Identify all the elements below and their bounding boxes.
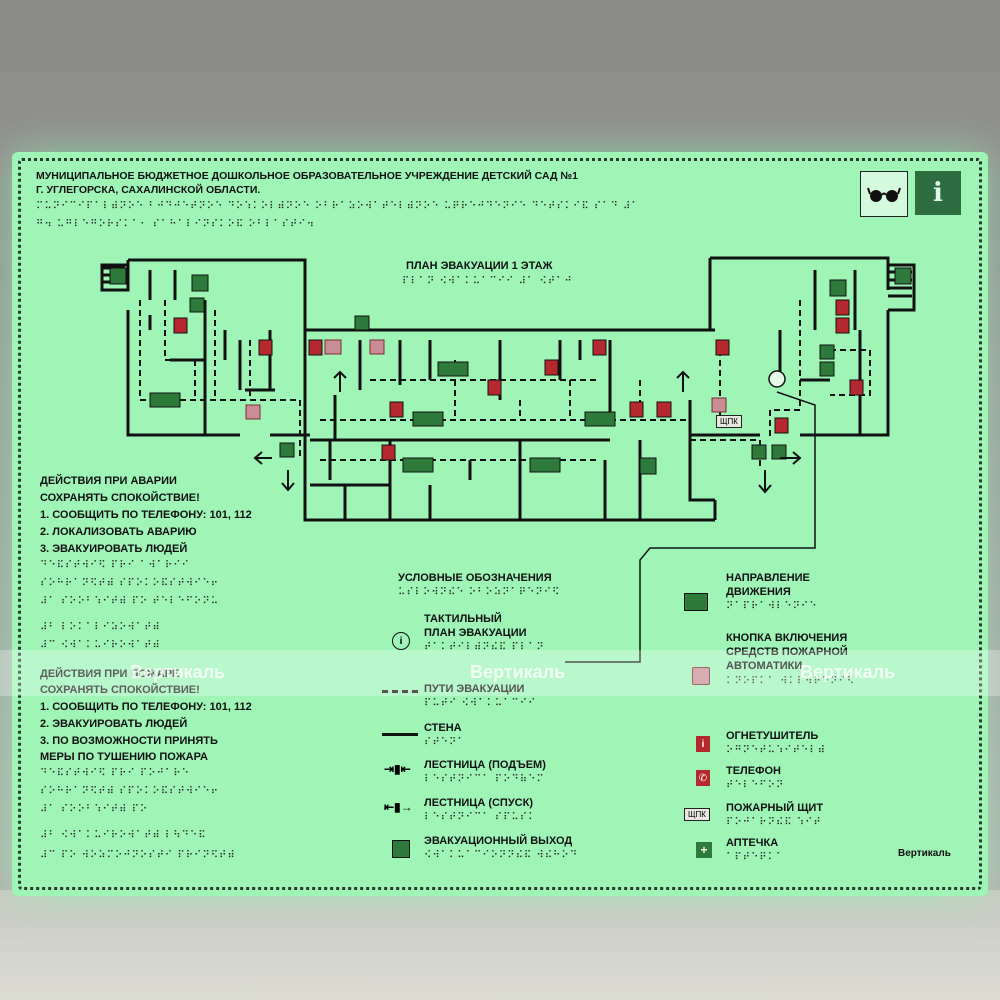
legend-right-1-braille: ⠅⠝⠕⠏⠅⠁ ⠺⠅⠇⠳⠟⠑⠝⠊⠫ [726,676,856,687]
accident-braille-0: ⠙⠑⠯⠎⠞⠺⠊⠫ ⠏⠗⠊ ⠁⠺⠁⠗⠊⠊ [40,560,190,571]
dashed-line-icon [382,690,418,696]
solid-line-icon [382,733,418,736]
legend-left-5-label: ЭВАКУАЦИОННЫЙ ВЫХОД [424,835,573,847]
emergency-exit-icon [392,840,410,858]
fire-button-icon [692,667,710,685]
fire-line-5: МЕРЫ ПО ТУШЕНИЮ ПОЖАРА [40,751,208,763]
legend-right-0-label2: ДВИЖЕНИЯ [726,586,791,598]
fire-braille-0: ⠙⠑⠯⠎⠞⠺⠊⠫ ⠏⠗⠊ ⠏⠕⠚⠁⠗⠑ [40,768,190,779]
header-line-1: МУНИЦИПАЛЬНОЕ БЮДЖЕТНОЕ ДОШКОЛЬНОЕ ОБРАЗ… [36,170,578,182]
legend-left-4-label: ЛЕСТНИЦА (СПУСК) [424,797,534,809]
fire-braille-1: ⠎⠕⠓⠗⠁⠝⠫⠞⠾ ⠎⠏⠕⠅⠕⠯⠎⠞⠺⠊⠑⠖ [40,786,219,797]
accident-braille-2: ⠼⠁ ⠎⠕⠕⠃⠱⠊⠞⠾ ⠏⠕ ⠞⠑⠇⠑⠋⠕⠝⠥ [40,596,220,607]
watermark-right: Вертикаль [800,662,896,682]
fire-line-1: СОХРАНЯТЬ СПОКОЙСТВИЕ! [40,684,200,696]
accident-line-2: 1. СООБЩИТЬ ПО ТЕЛЕФОНУ: 101, 112 [40,509,252,521]
plan-title: ПЛАН ЭВАКУАЦИИ 1 ЭТАЖ [406,260,553,272]
shelf-surface [0,890,1000,1000]
header-braille-2: ⠛⠲ ⠥⠛⠇⠑⠛⠕⠗⠎⠅⠁⠂ ⠎⠁⠓⠁⠇⠊⠝⠎⠅⠕⠯ ⠕⠃⠇⠁⠎⠞⠊⠲ [36,219,315,230]
legend-right-1-label3: АВТОМАТИКИ [726,660,803,672]
stairs-down-icon: ⇤▮→ [384,800,413,814]
accident-braille-4: ⠼⠉ ⠪⠺⠁⠅⠥⠊⠗⠕⠺⠁⠞⠾ [40,640,161,651]
braille-dot-border [18,158,982,890]
brand-logo: Вертикаль [898,848,951,859]
legend-right-2-braille: ⠕⠛⠝⠑⠞⠥⠱⠊⠞⠑⠇⠾ [726,745,826,756]
info-icon: i [915,171,961,215]
legend-left-5-braille: ⠪⠺⠁⠅⠥⠁⠉⠊⠕⠝⠝⠮⠯ ⠺⠮⠓⠕⠙ [424,850,579,861]
legend-right-0-label: НАПРАВЛЕНИЕ [726,572,810,584]
legend-left-0-label2: ПЛАН ЭВАКУАЦИИ [424,627,527,639]
fire-line-4: 3. ПО ВОЗМОЖНОСТИ ПРИНЯТЬ [40,735,218,747]
legend-left-3-braille: ⠇⠑⠎⠞⠝⠊⠉⠁ ⠏⠕⠙⠷⠑⠍ [424,774,545,785]
watermark-middle: Вертикаль [470,662,566,682]
watermark-band [0,650,1000,696]
watermark-left: Вертикаль [130,662,226,682]
legend-right-1-label2: СРЕДСТВ ПОЖАРНОЙ [726,646,848,658]
legend-right-2-label: ОГНЕТУШИТЕЛЬ [726,730,819,742]
legend-right-0-braille: ⠝⠁⠏⠗⠁⠺⠇⠑⠝⠊⠑ [726,601,818,612]
legend-right-3-label: ТЕЛЕФОН [726,765,781,777]
fire-braille-2: ⠼⠁ ⠎⠕⠕⠃⠱⠊⠞⠾ ⠏⠕ [40,804,149,815]
legend-right-3-braille: ⠞⠑⠇⠑⠋⠕⠝ [726,780,785,791]
fire-line-3: 2. ЭВАКУИРОВАТЬ ЛЮДЕЙ [40,718,188,730]
accident-braille-3: ⠼⠃ ⠇⠕⠅⠁⠇⠊⠵⠕⠺⠁⠞⠾ [40,622,161,633]
legend-left-1-braille: ⠏⠥⠞⠊ ⠪⠺⠁⠅⠥⠁⠉⠊⠊ [424,698,537,709]
header-line-2: Г. УГЛЕГОРСКА, САХАЛИНСКОЙ ОБЛАСТИ. [36,184,261,196]
extinguisher-icon: i [696,736,710,752]
direction-arrow-icon [684,593,708,611]
legend-title: УСЛОВНЫЕ ОБОЗНАЧЕНИЯ [398,572,552,584]
plan-title-braille: ⠏⠇⠁⠝ ⠪⠺⠁⠅⠥⠁⠉⠊⠊ ⠼⠁ ⠪⠞⠁⠚ [402,276,573,287]
fire-braille-4: ⠼⠉ ⠏⠕ ⠺⠕⠵⠍⠕⠚⠝⠕⠎⠞⠊ ⠏⠗⠊⠝⠫⠞⠾ [40,850,236,861]
legend-left-3-label: ЛЕСТНИЦА (ПОДЪЕМ) [424,759,546,771]
fire-line-0: ДЕЙСТВИЯ ПРИ ПОЖАРЕ [40,668,180,680]
legend-left-2-braille: ⠎⠞⠑⠝⠁ [424,737,466,748]
legend-right-5-label: АПТЕЧКА [726,837,779,849]
legend-right-1-label: КНОПКА ВКЛЮЧЕНИЯ [726,632,848,644]
header-braille-1: ⠍⠥⠝⠊⠉⠊⠏⠁⠇⠾⠝⠕⠑ ⠃⠚⠙⠚⠑⠞⠝⠕⠑ ⠙⠕⠱⠅⠕⠇⠾⠝⠕⠑ ⠕⠃⠗⠁⠵… [36,201,640,212]
stairs-up-icon: ⇥▮⇤ [384,762,411,776]
legend-right-5-braille: ⠁⠏⠞⠑⠟⠅⠁ [726,852,785,863]
legend-left-4-braille: ⠇⠑⠎⠞⠝⠊⠉⠁ ⠎⠏⠥⠎⠅ [424,812,537,823]
legend-left-0-label: ТАКТИЛЬНЫЙ [424,613,502,625]
first-aid-icon: + [696,842,712,858]
legend-left-2-label: СТЕНА [424,722,462,734]
legend-right-4-braille: ⠏⠕⠚⠁⠗⠝⠮⠯ ⠱⠊⠞ [726,817,822,828]
accident-braille-1: ⠎⠕⠓⠗⠁⠝⠫⠞⠾ ⠎⠏⠕⠅⠕⠯⠎⠞⠺⠊⠑⠖ [40,578,219,589]
phone-icon: ✆ [696,770,710,786]
low-vision-glasses-icon [860,171,908,217]
fire-line-2: 1. СООБЩИТЬ ПО ТЕЛЕФОНУ: 101, 112 [40,701,252,713]
accident-line-0: ДЕЙСТВИЯ ПРИ АВАРИИ [40,475,177,487]
legend-left-0-braille: ⠞⠁⠅⠞⠊⠇⠾⠝⠮⠯ ⠏⠇⠁⠝ [424,642,545,653]
accident-line-4: 3. ЭВАКУИРОВАТЬ ЛЮДЕЙ [40,543,188,555]
fire-shield-map-icon: ЩПК [716,415,742,428]
fire-shield-icon: ЩПК [684,808,710,821]
fire-braille-3: ⠼⠃ ⠪⠺⠁⠅⠥⠊⠗⠕⠺⠁⠞⠾ ⠇⠳⠙⠑⠯ [40,830,207,841]
legend-left-1-label: ПУТИ ЭВАКУАЦИИ [424,683,525,695]
info-circle-icon: i [392,632,410,650]
legend-right-4-label: ПОЖАРНЫЙ ЩИТ [726,802,824,814]
legend-title-braille: ⠥⠎⠇⠕⠺⠝⠮⠑ ⠕⠃⠕⠵⠝⠁⠟⠑⠝⠊⠫ [398,587,561,598]
accident-line-3: 2. ЛОКАЛИЗОВАТЬ АВАРИЮ [40,526,197,538]
accident-line-1: СОХРАНЯТЬ СПОКОЙСТВИЕ! [40,492,200,504]
